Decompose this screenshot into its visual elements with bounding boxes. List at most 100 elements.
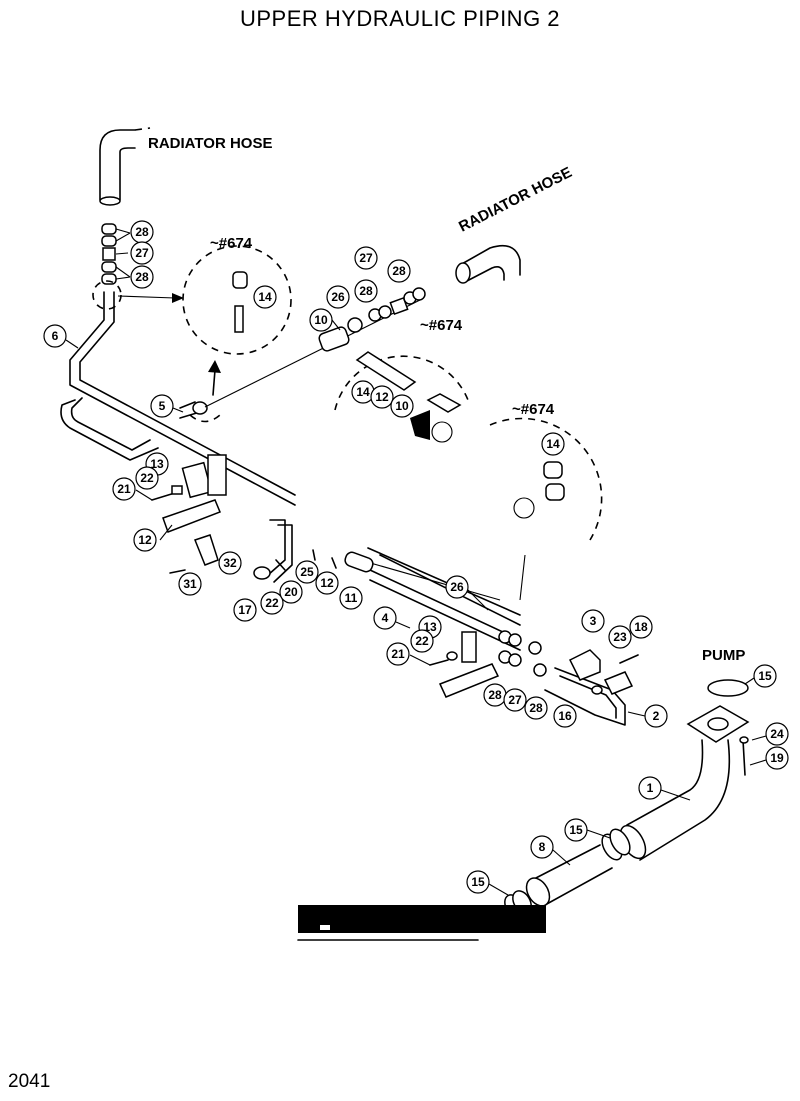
callout-25: 23 — [608, 625, 632, 649]
svg-text:28: 28 — [529, 701, 543, 715]
callout-30e: 28 — [483, 683, 507, 707]
svg-text:2: 2 — [653, 709, 660, 723]
fitting-stack-left — [101, 223, 131, 285]
callout-23b: 22 — [260, 591, 284, 615]
callout-18: 17 — [233, 598, 257, 622]
ref-label-c: ~#674 — [512, 401, 555, 418]
fitting-chain-lower — [498, 630, 547, 677]
callout-1: 1 — [638, 776, 662, 800]
radiator-hose-label-top: RADIATOR HOSE — [148, 135, 272, 152]
callout-3: 3 — [581, 609, 605, 633]
svg-text:3: 3 — [590, 614, 597, 628]
svg-text:20: 20 — [284, 585, 298, 599]
svg-text:31: 31 — [183, 577, 197, 591]
callout-11b: 12 — [315, 571, 339, 595]
detail-circle-a — [182, 245, 292, 355]
svg-text:1: 1 — [647, 781, 654, 795]
svg-text:28: 28 — [135, 270, 149, 284]
svg-text:15: 15 — [569, 823, 583, 837]
svg-text:22: 22 — [140, 471, 154, 485]
svg-text:21: 21 — [117, 482, 131, 496]
pipe-6 — [60, 280, 296, 506]
svg-text:26: 26 — [450, 580, 464, 594]
black-bar — [297, 905, 546, 941]
svg-text:26: 26 — [331, 290, 345, 304]
clamp-right — [429, 631, 500, 698]
callout-10: 11 — [339, 586, 363, 610]
callout-6: 6 — [43, 324, 67, 348]
svg-text:5: 5 — [159, 399, 166, 413]
pipe-5 — [179, 360, 221, 423]
svg-text:28: 28 — [392, 264, 406, 278]
callout-17: 16 — [553, 704, 577, 728]
callout-14a: 14 — [253, 285, 277, 309]
callout-12: 12 — [133, 528, 157, 552]
callouts: 28 27 28 14 6 5 27 28 28 26 10 14 12 10 … — [43, 220, 789, 894]
svg-text:15: 15 — [471, 875, 485, 889]
callout-8: 8 — [530, 835, 554, 859]
svg-text:22: 22 — [415, 634, 429, 648]
page-number: 2041 — [8, 1071, 51, 1092]
callout-11a: 12 — [370, 385, 394, 409]
callout-30a: 28 — [130, 220, 154, 244]
svg-text:24: 24 — [770, 727, 784, 741]
svg-text:12: 12 — [375, 390, 389, 404]
svg-text:14: 14 — [356, 385, 370, 399]
callout-30f: 28 — [524, 696, 548, 720]
callout-15b: 15 — [466, 870, 490, 894]
clamp-left — [151, 454, 293, 583]
svg-text:19: 19 — [770, 751, 784, 765]
callout-26: 25 — [295, 560, 319, 584]
pipe-1 — [619, 679, 750, 861]
radiator-hose-label-right: RADIATOR HOSE — [456, 164, 575, 236]
svg-text:4: 4 — [382, 611, 389, 625]
svg-text:27: 27 — [135, 246, 149, 260]
callout-14c: 14 — [541, 432, 565, 456]
callout-22b: 21 — [386, 642, 410, 666]
svg-text:22: 22 — [265, 596, 279, 610]
callout-16: 15 — [753, 664, 777, 688]
svg-text:15: 15 — [758, 669, 772, 683]
svg-text:27: 27 — [508, 693, 522, 707]
svg-text:28: 28 — [135, 225, 149, 239]
callout-23a: 22 — [135, 466, 159, 490]
svg-text:10: 10 — [314, 313, 328, 327]
callout-29b: 27 — [354, 246, 378, 270]
callout-15a: 15 — [564, 818, 588, 842]
svg-text:28: 28 — [488, 688, 502, 702]
callout-24: 24 — [765, 722, 789, 746]
callout-22a: 21 — [112, 477, 136, 501]
svg-text:13: 13 — [150, 457, 164, 471]
callout-32: 32 — [218, 551, 242, 575]
svg-text:11: 11 — [345, 591, 358, 605]
callout-4: 4 — [373, 606, 397, 630]
radiator-hose-right — [455, 244, 521, 284]
callout-2: 2 — [644, 704, 668, 728]
svg-text:23: 23 — [613, 630, 627, 644]
callout-30d: 28 — [354, 279, 378, 303]
fitting-chain-right — [318, 287, 426, 352]
callout-9b: 10 — [390, 394, 414, 418]
ref-label-b: ~#674 — [420, 317, 463, 334]
ref-label-a: ~#674 — [210, 235, 253, 252]
callout-31: 31 — [178, 572, 202, 596]
pipe-2 — [544, 649, 639, 726]
detail-circle-b — [334, 351, 469, 443]
svg-text:6: 6 — [52, 329, 59, 343]
callout-5: 5 — [150, 394, 174, 418]
pump-label: PUMP — [702, 647, 745, 664]
callout-29a: 27 — [130, 241, 154, 265]
callout-20: 19 — [765, 746, 789, 770]
callout-27: 26 — [445, 575, 469, 599]
detail-circle-c — [489, 417, 603, 541]
callout-30c: 28 — [387, 259, 411, 283]
svg-text:14: 14 — [546, 437, 560, 451]
callout-30b: 28 — [130, 265, 154, 289]
callout-23c: 22 — [410, 629, 434, 653]
svg-text:25: 25 — [300, 565, 314, 579]
callout-28: 26 — [326, 285, 350, 309]
callout-14b: 14 — [351, 380, 375, 404]
svg-text:14: 14 — [258, 290, 272, 304]
callout-9a: 10 — [309, 308, 333, 332]
